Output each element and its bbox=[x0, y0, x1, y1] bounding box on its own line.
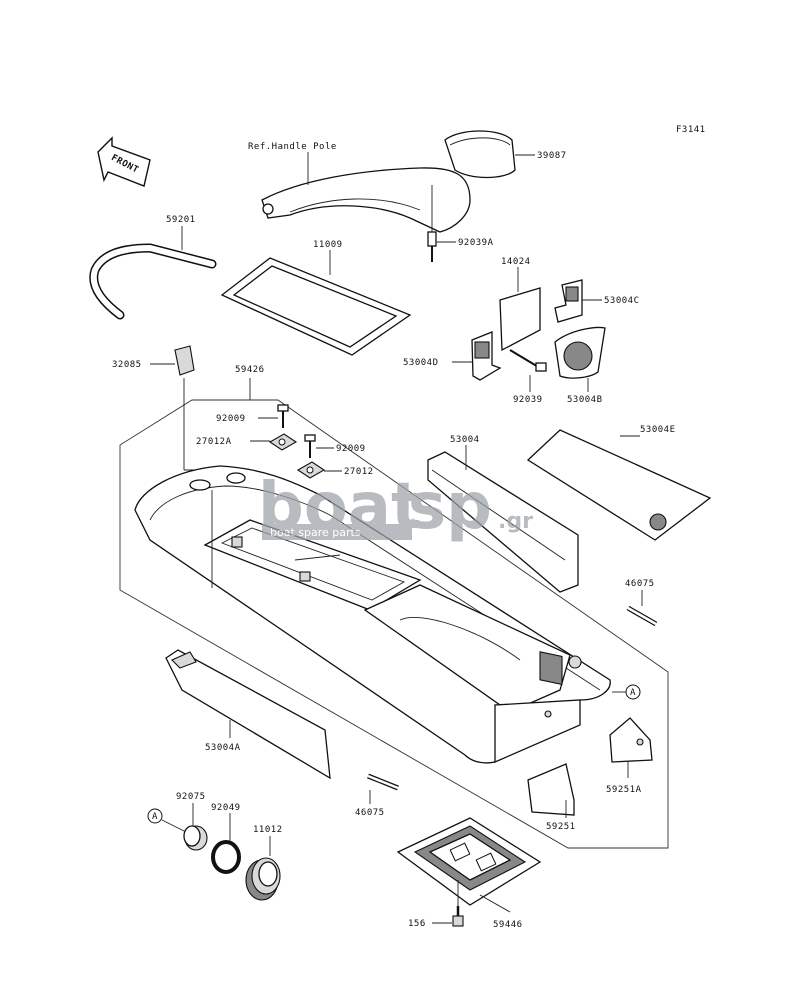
part-53004D: 53004D bbox=[403, 331, 502, 381]
front-arrow-icon: FRONT bbox=[97, 136, 151, 187]
svg-text:A: A bbox=[152, 812, 158, 822]
part-53004C: 53004C bbox=[554, 279, 640, 323]
svg-text:53004A: 53004A bbox=[205, 743, 241, 753]
svg-text:.gr: .gr bbox=[498, 509, 533, 534]
svg-text:92009: 92009 bbox=[336, 444, 366, 454]
part-92049: 92049 bbox=[211, 803, 241, 874]
part-92039: 92039 bbox=[509, 349, 547, 405]
part-11009: 11009 bbox=[220, 240, 412, 356]
svg-text:46075: 46075 bbox=[355, 808, 385, 818]
svg-text:92039: 92039 bbox=[513, 395, 543, 405]
svg-text:92049: 92049 bbox=[211, 803, 241, 813]
svg-text:59201: 59201 bbox=[166, 215, 196, 225]
svg-text:92039A: 92039A bbox=[458, 238, 494, 248]
part-92009-upper: 92009 bbox=[216, 404, 289, 428]
part-59201: 59201 bbox=[89, 215, 217, 320]
svg-text:11009: 11009 bbox=[313, 240, 343, 250]
svg-text:59446: 59446 bbox=[493, 920, 523, 930]
svg-text:sp: sp bbox=[408, 470, 492, 544]
svg-text:32085: 32085 bbox=[112, 360, 142, 370]
ref-handle-pole-label: Ref.Handle Pole bbox=[248, 142, 337, 152]
part-92009-lower: 92009 bbox=[304, 434, 366, 458]
part-27012: 27012 bbox=[296, 461, 374, 479]
svg-text:53004C: 53004C bbox=[604, 296, 640, 306]
part-39087: 39087 bbox=[444, 130, 567, 179]
svg-text:53004: 53004 bbox=[450, 435, 480, 445]
svg-text:53004B: 53004B bbox=[567, 395, 603, 405]
assembly-frame bbox=[119, 399, 669, 849]
part-53004B: 53004B bbox=[554, 326, 606, 405]
figure-code: F3141 bbox=[676, 125, 706, 135]
part-53004A: 53004A bbox=[165, 649, 331, 780]
part-14024: 14024 bbox=[499, 257, 541, 352]
part-59446: 59446 bbox=[396, 817, 542, 930]
svg-text:156: 156 bbox=[408, 919, 426, 929]
part-92039A: 92039A bbox=[427, 185, 494, 262]
part-27012A: 27012A bbox=[196, 433, 298, 451]
part-11012: 11012 bbox=[245, 825, 283, 901]
svg-text:27012: 27012 bbox=[344, 467, 374, 477]
part-59251: 59251 bbox=[527, 763, 576, 832]
callout-a-lower: A bbox=[147, 808, 187, 833]
svg-text:59251: 59251 bbox=[546, 822, 576, 832]
svg-text:92075: 92075 bbox=[176, 792, 206, 802]
svg-text:92009: 92009 bbox=[216, 414, 246, 424]
part-46075-lower: 46075 bbox=[355, 773, 399, 818]
callout-a-hull: A bbox=[612, 684, 641, 700]
hull-body bbox=[134, 465, 611, 764]
part-32085: 32085 bbox=[112, 345, 195, 376]
svg-text:11012: 11012 bbox=[253, 825, 283, 835]
part-59251A: 59251A bbox=[606, 717, 653, 795]
svg-text:46075: 46075 bbox=[625, 579, 655, 589]
part-92075: 92075 bbox=[176, 792, 208, 851]
part-156: 156 bbox=[408, 880, 464, 929]
svg-text:boat spare parts: boat spare parts bbox=[270, 526, 361, 539]
part-46075-upper: 46075 bbox=[625, 579, 658, 627]
handle-pole: Ref.Handle Pole bbox=[248, 142, 471, 233]
svg-text:A: A bbox=[630, 688, 636, 698]
svg-text:39087: 39087 bbox=[537, 151, 567, 161]
svg-text:59426: 59426 bbox=[235, 365, 265, 375]
part-53004E: 53004E bbox=[526, 425, 712, 541]
svg-text:53004D: 53004D bbox=[403, 358, 439, 368]
svg-text:14024: 14024 bbox=[501, 257, 531, 267]
svg-text:53004E: 53004E bbox=[640, 425, 676, 435]
watermark-logo: boat sp .gr boat spare parts bbox=[258, 470, 533, 544]
svg-text:59251A: 59251A bbox=[606, 785, 642, 795]
svg-text:27012A: 27012A bbox=[196, 437, 232, 447]
part-53004: 53004 bbox=[427, 435, 579, 686]
